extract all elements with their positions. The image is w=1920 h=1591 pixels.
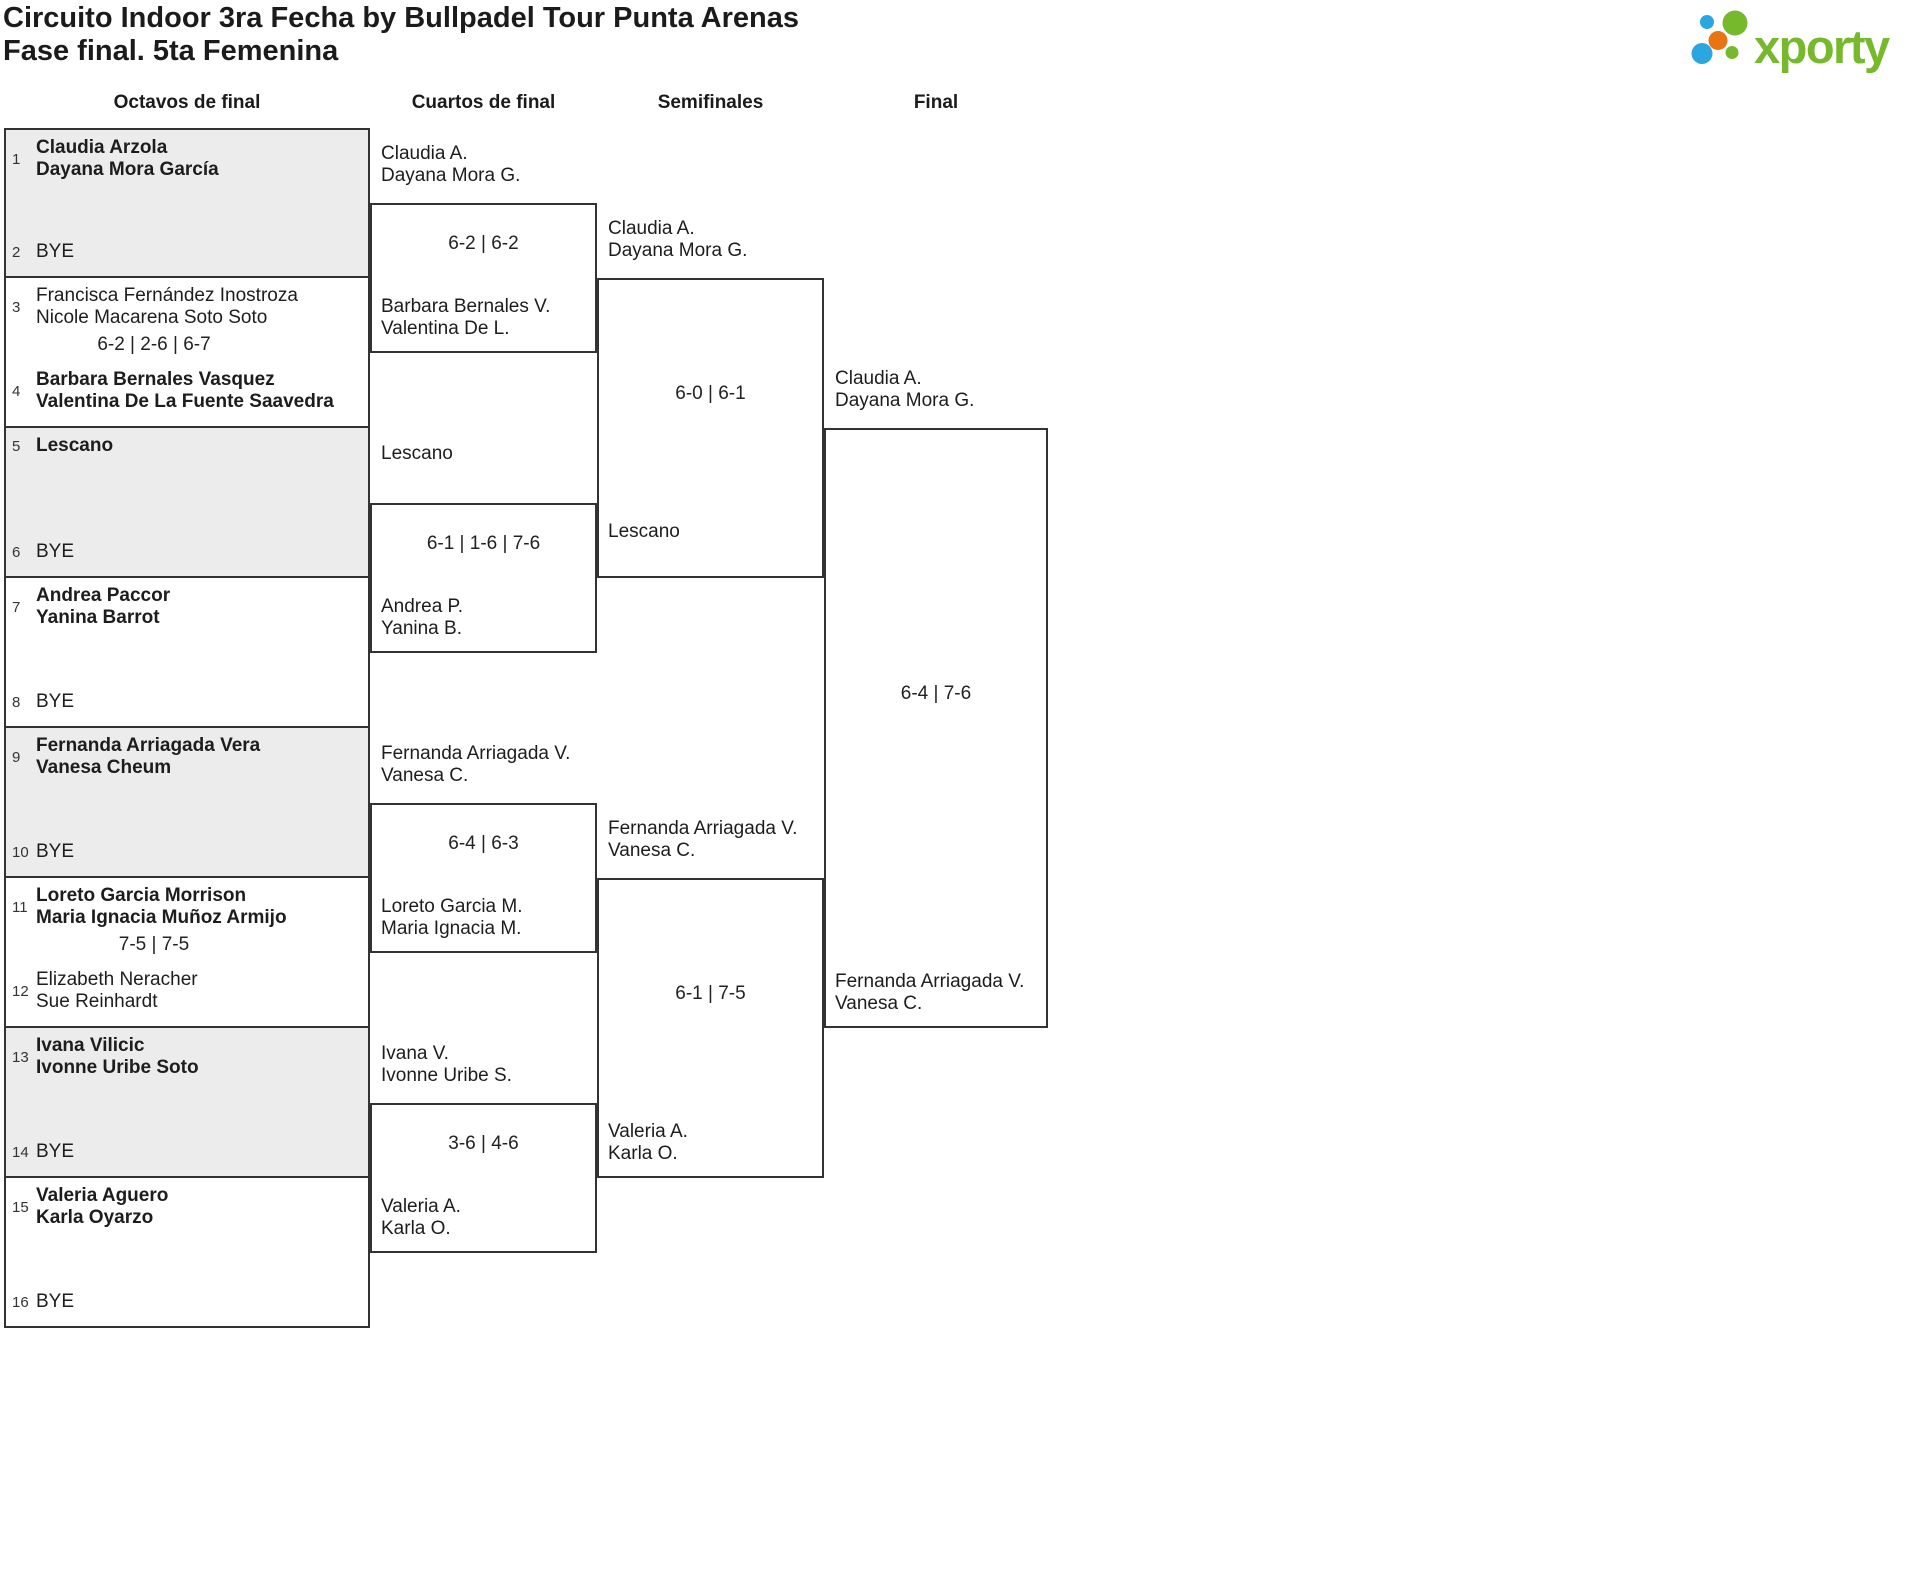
team-label-bottom: Valeria A. Karla O. [381,1196,461,1239]
team-label-bottom: Andrea P. Yanina B. [381,596,464,639]
team-name: BYE [36,541,75,562]
participant: 12 Elizabeth Neracher Sue Reinhardt [12,969,362,1013]
team-name: Francisca Fernández Inostroza Nicole Mac… [36,285,298,328]
team-name: Fernanda Arriagada Vera Vanesa Cheum [36,735,261,778]
octavos-match-2: 3 Francisca Fernández Inostroza Nicole M… [4,278,370,428]
team-name: Loreto Garcia Morrison Maria Ignacia Muñ… [36,885,287,928]
final-match: Claudia A. Dayana Mora G. 6-4 | 7-6 Fern… [824,368,1048,1028]
octavos-match-3: 5 Lescano 6 BYE [4,428,370,578]
round-header-semifinales: Semifinales [657,92,764,113]
team-name: BYE [36,241,75,262]
team-label-top: Ivana V. Ivonne Uribe S. [381,1043,512,1086]
round-header-cuartos: Cuartos de final [411,92,556,113]
seed-number: 5 [12,437,21,455]
seed-number: 11 [12,898,28,916]
seed-number: 12 [12,982,29,1000]
octavos-match-1: 1 Claudia Arzola Dayana Mora García 2 BY… [4,128,370,278]
seed-number: 7 [12,598,21,616]
team-label-top: Fernanda Arriagada V. Vanesa C. [381,743,571,786]
team-name: Andrea Paccor Yanina Barrot [36,585,171,628]
seed-number: 9 [12,748,21,766]
match-score: 7-5 | 7-5 [118,934,190,955]
logo-text: xporty [1754,20,1890,73]
seed-number: 8 [12,693,21,711]
match-score: 6-2 | 2-6 | 6-7 [97,334,211,355]
match-score: 6-1 | 7-5 [675,983,746,1004]
team-name: Ivana Vilicic Ivonne Uribe Soto [36,1035,199,1078]
match-score: 6-0 | 6-1 [675,383,746,404]
team-label-bottom: Lescano [608,521,680,542]
logo-dot-blue-small [1700,15,1714,29]
participant: 8 BYE [12,691,362,713]
octavos-match-5: 9 Fernanda Arriagada Vera Vanesa Cheum 1… [4,728,370,878]
cuartos-match-1: Claudia A. Dayana Mora G. 6-2 | 6-2 Barb… [370,143,597,353]
page-subtitle: Fase final. 5ta Femenina [3,35,339,67]
participant: 7 Andrea Paccor Yanina Barrot [12,585,362,629]
seed-number: 14 [12,1143,29,1161]
participant: 10 BYE [12,841,362,863]
logo-dot-green-large [1722,10,1748,36]
team-label-bottom: Valeria A. Karla O. [608,1121,688,1164]
participant: 14 BYE [12,1141,362,1163]
team-name: Barbara Bernales Vasquez Valentina De La… [36,369,334,412]
participant: 6 BYE [12,541,362,563]
team-name: Elizabeth Neracher Sue Reinhardt [36,969,198,1012]
semifinal-match-2: Fernanda Arriagada V. Vanesa C. 6-1 | 7-… [597,818,824,1178]
match-score: 6-4 | 6-3 [448,833,519,854]
cuartos-match-4: Ivana V. Ivonne Uribe S. 3-6 | 4-6 Valer… [370,1043,597,1253]
participant: 15 Valeria Aguero Karla Oyarzo [12,1185,362,1229]
match-score: 6-2 | 6-2 [448,233,519,254]
team-label-top: Claudia A. Dayana Mora G. [835,368,975,411]
xporty-logo[interactable]: xporty [1668,0,1920,75]
team-label-bottom: Loreto Garcia M. Maria Ignacia M. [381,896,523,939]
participant: 1 Claudia Arzola Dayana Mora García [12,137,362,181]
cuartos-match-2: Lescano 6-1 | 1-6 | 7-6 Andrea P. Yanina… [370,443,597,653]
participant: 4 Barbara Bernales Vasquez Valentina De … [12,369,362,413]
team-name: BYE [36,841,75,862]
logo-dot-green-small [1725,46,1739,59]
participant: 2 BYE [12,241,362,263]
team-name: BYE [36,1141,75,1162]
team-name: BYE [36,1291,75,1312]
logo-dot-blue-large [1691,43,1713,64]
cuartos-match-3: Fernanda Arriagada V. Vanesa C. 6-4 | 6-… [370,743,597,953]
team-label-top: Claudia A. Dayana Mora G. [381,143,521,186]
seed-number: 16 [12,1293,29,1311]
octavos-match-4: 7 Andrea Paccor Yanina Barrot 8 BYE [4,578,370,728]
semifinal-match-1: Claudia A. Dayana Mora G. 6-0 | 6-1 Lesc… [597,218,824,578]
match-score: 3-6 | 4-6 [448,1133,519,1154]
match-score: 6-4 | 7-6 [900,683,972,704]
seed-number: 3 [12,298,21,316]
round-header-final: Final [913,92,959,113]
team-name: Lescano [36,435,114,456]
participant: 3 Francisca Fernández Inostroza Nicole M… [12,285,362,329]
participant: 11 Loreto Garcia Morrison Maria Ignacia … [12,885,362,929]
team-label-bottom: Barbara Bernales V. Valentina De L. [381,296,551,339]
seed-number: 2 [12,243,21,261]
team-label-top: Fernanda Arriagada V. Vanesa C. [608,818,798,861]
octavos-match-8: 15 Valeria Aguero Karla Oyarzo 16 BYE [4,1178,370,1328]
team-label-top: Claudia A. Dayana Mora G. [608,218,748,261]
logo-dot-orange [1708,31,1728,50]
team-name: BYE [36,691,75,712]
seed-number: 6 [12,543,21,561]
seed-number: 15 [12,1198,29,1216]
octavos-match-6: 11 Loreto Garcia Morrison Maria Ignacia … [4,878,370,1028]
team-name: Claudia Arzola Dayana Mora García [36,137,219,180]
seed-number: 13 [12,1048,29,1066]
seed-number: 1 [12,150,21,168]
match-score: 6-1 | 1-6 | 7-6 [426,533,541,554]
seed-number: 4 [12,382,21,400]
seed-number: 10 [12,843,29,861]
octavos-match-7: 13 Ivana Vilicic Ivonne Uribe Soto 14 BY… [4,1028,370,1178]
participant: 9 Fernanda Arriagada Vera Vanesa Cheum [12,735,362,779]
team-name: Valeria Aguero Karla Oyarzo [36,1185,169,1228]
page-title: Circuito Indoor 3ra Fecha by Bullpadel T… [3,2,800,34]
participant: 13 Ivana Vilicic Ivonne Uribe Soto [12,1035,362,1079]
participant: 16 BYE [12,1291,362,1313]
participant: 5 Lescano [12,435,362,457]
team-label-bottom: Fernanda Arriagada V. Vanesa C. [835,971,1025,1014]
round-header-octavos: Octavos de final [113,92,261,113]
team-label-top: Lescano [381,443,453,464]
